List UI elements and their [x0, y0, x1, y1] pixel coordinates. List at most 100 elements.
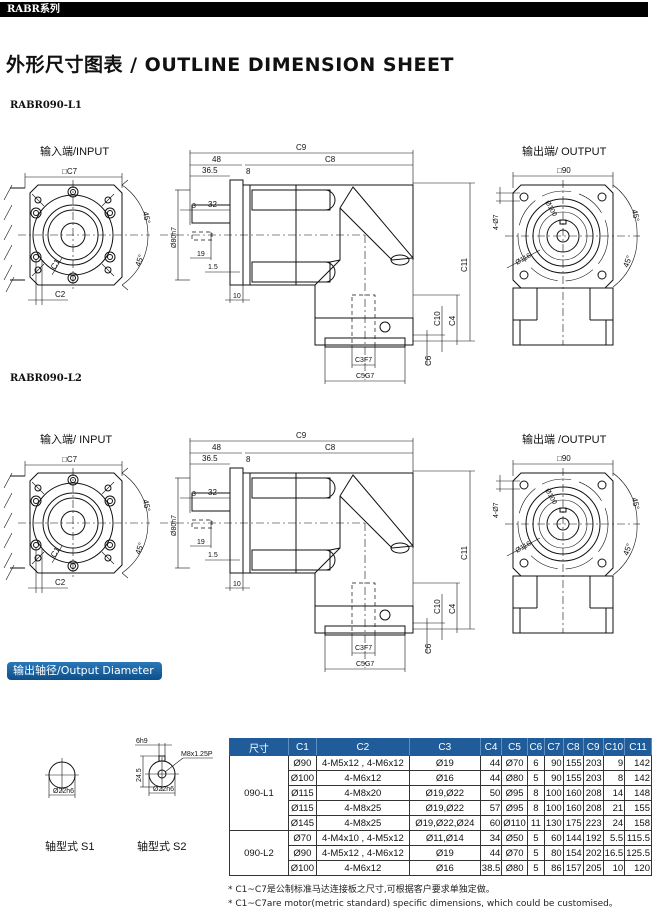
column-header: C4: [479, 738, 503, 756]
dim-32: 32: [208, 200, 217, 209]
dim-c7: □C7: [62, 455, 78, 464]
drawing-row-l2: 输入端/ INPUT □C7 45° 45° C1 C2: [3, 431, 641, 672]
table-cell: 86: [543, 860, 564, 876]
dim-c5: C5G7: [356, 373, 374, 380]
table-cell: 100: [543, 800, 564, 816]
table-cell: 4-M6x12: [315, 770, 410, 786]
table-cell: 160: [562, 785, 584, 801]
dim-c6: C6: [424, 355, 433, 366]
dim-sq90: □90: [557, 454, 571, 463]
dim-48: 48: [212, 155, 221, 164]
table-cell: Ø16: [408, 770, 481, 786]
dim-19: 19: [197, 251, 205, 258]
table-cell: 44: [479, 770, 503, 786]
input-view-label: 输入端/INPUT: [40, 144, 109, 158]
s2-height: 24.5: [136, 768, 143, 782]
table-cell: 154: [562, 845, 584, 861]
table-cell: 80: [543, 845, 564, 861]
dim-48: 48: [212, 443, 221, 452]
table-cell: 5: [526, 860, 545, 876]
table-cell: Ø11,Ø14: [408, 830, 481, 846]
output-shaft-types: Ø22h6 轴型式 S1 6h9 24.5 M8x1.25P Ø22h6 轴型式…: [45, 738, 213, 853]
s2-key-width: 6h9: [136, 738, 148, 745]
dim-c7: □C7: [62, 167, 78, 176]
table-cell: 21: [602, 800, 626, 816]
table-cell: 4-M5x12 , 4-M6x12: [315, 845, 410, 861]
s1-diameter: Ø22h6: [53, 788, 74, 795]
table-cell: 24: [602, 815, 626, 831]
input-view-label: 输入端/ INPUT: [40, 432, 112, 446]
table-cell: Ø70: [501, 755, 528, 771]
dim-angle-45-a: 45°: [141, 499, 152, 512]
dim-d80: Ø80h7: [171, 227, 178, 248]
side-view: C9 48 C8 36.5 8 Ø80h7 3 32 19 1.5 10: [160, 431, 475, 672]
input-view: 输入端/ INPUT □C7 45° 45° C1 C2: [3, 432, 152, 593]
dim-d116: Ø116: [515, 252, 533, 266]
table-cell: 100: [543, 785, 564, 801]
table-cell: 9: [602, 755, 626, 771]
dim-out-45-b: 45°: [621, 254, 634, 268]
model-group-cell: 090-L1: [229, 755, 289, 831]
output-view: 输出端 /OUTPUT □90 4-Ø7 Ø100 Ø116 45° 45°: [493, 432, 641, 634]
column-header: C2: [315, 738, 410, 756]
table-cell: Ø50: [501, 830, 528, 846]
shaft-s2: 6h9 24.5 M8x1.25P Ø22h6 轴型式 S2: [135, 738, 213, 853]
table-cell: 205: [582, 860, 604, 876]
table-cell: 202: [582, 845, 604, 861]
table-cell: Ø95: [501, 785, 528, 801]
column-header: C6: [526, 738, 545, 756]
column-header: C10: [602, 738, 626, 756]
table-cell: 160: [562, 800, 584, 816]
table-cell: 44: [479, 755, 503, 771]
model-group-cell: 090-L2: [229, 830, 289, 876]
column-header: C7: [543, 738, 564, 756]
table-cell: 142: [624, 755, 652, 771]
table-cell: 157: [562, 860, 584, 876]
table-cell: 8: [526, 785, 545, 801]
side-view: C9 48 C8 36.5 8 Ø80h7 3 32 19 1.5 10: [160, 143, 475, 384]
dim-c2: C2: [55, 578, 66, 587]
table-cell: Ø115: [287, 785, 317, 801]
table-cell: 14: [602, 785, 626, 801]
dim-d116: Ø116: [515, 540, 533, 554]
dim-8: 8: [246, 167, 251, 176]
shaft-s1: Ø22h6 轴型式 S1: [45, 758, 95, 853]
dim-19: 19: [197, 539, 205, 546]
dim-c3: C3F7: [355, 645, 372, 652]
table-cell: 6: [526, 755, 545, 771]
dim-d100: Ø100: [543, 488, 558, 506]
table-cell: 8: [602, 770, 626, 786]
output-diameter-tab: 输出轴径/Output Diameter: [7, 662, 162, 680]
column-header: C3: [408, 738, 481, 756]
note-english: * C1~C7are motor(metric standard) specif…: [228, 899, 618, 909]
table-cell: Ø110: [501, 815, 528, 831]
dim-sq90: □90: [557, 166, 571, 175]
table-cell: 203: [582, 770, 604, 786]
page-title: 外形尺寸图表 / OUTLINE DIMENSION SHEET: [6, 54, 454, 76]
table-cell: 5: [526, 830, 545, 846]
table-cell: 208: [582, 785, 604, 801]
table-cell: Ø95: [501, 800, 528, 816]
column-header: C5: [501, 738, 528, 756]
dim-4-holes: 4-Ø7: [493, 214, 500, 230]
table-cell: 5.5: [602, 830, 626, 846]
table-cell: 192: [582, 830, 604, 846]
series-header-bar: RABR系列: [0, 2, 648, 17]
dim-36-5: 36.5: [202, 454, 218, 463]
table-cell: Ø100: [287, 770, 317, 786]
table-cell: Ø16: [408, 860, 481, 876]
table-cell: 148: [624, 785, 652, 801]
table-cell: 60: [543, 830, 564, 846]
table-cell: Ø19,Ø22: [408, 800, 481, 816]
dim-angle-45-b: 45°: [133, 541, 146, 555]
table-cell: 34: [479, 830, 503, 846]
s1-caption: 轴型式 S1: [45, 839, 95, 853]
dim-c2: C2: [55, 290, 66, 299]
dim-32: 32: [208, 488, 217, 497]
table-cell: 175: [562, 815, 584, 831]
